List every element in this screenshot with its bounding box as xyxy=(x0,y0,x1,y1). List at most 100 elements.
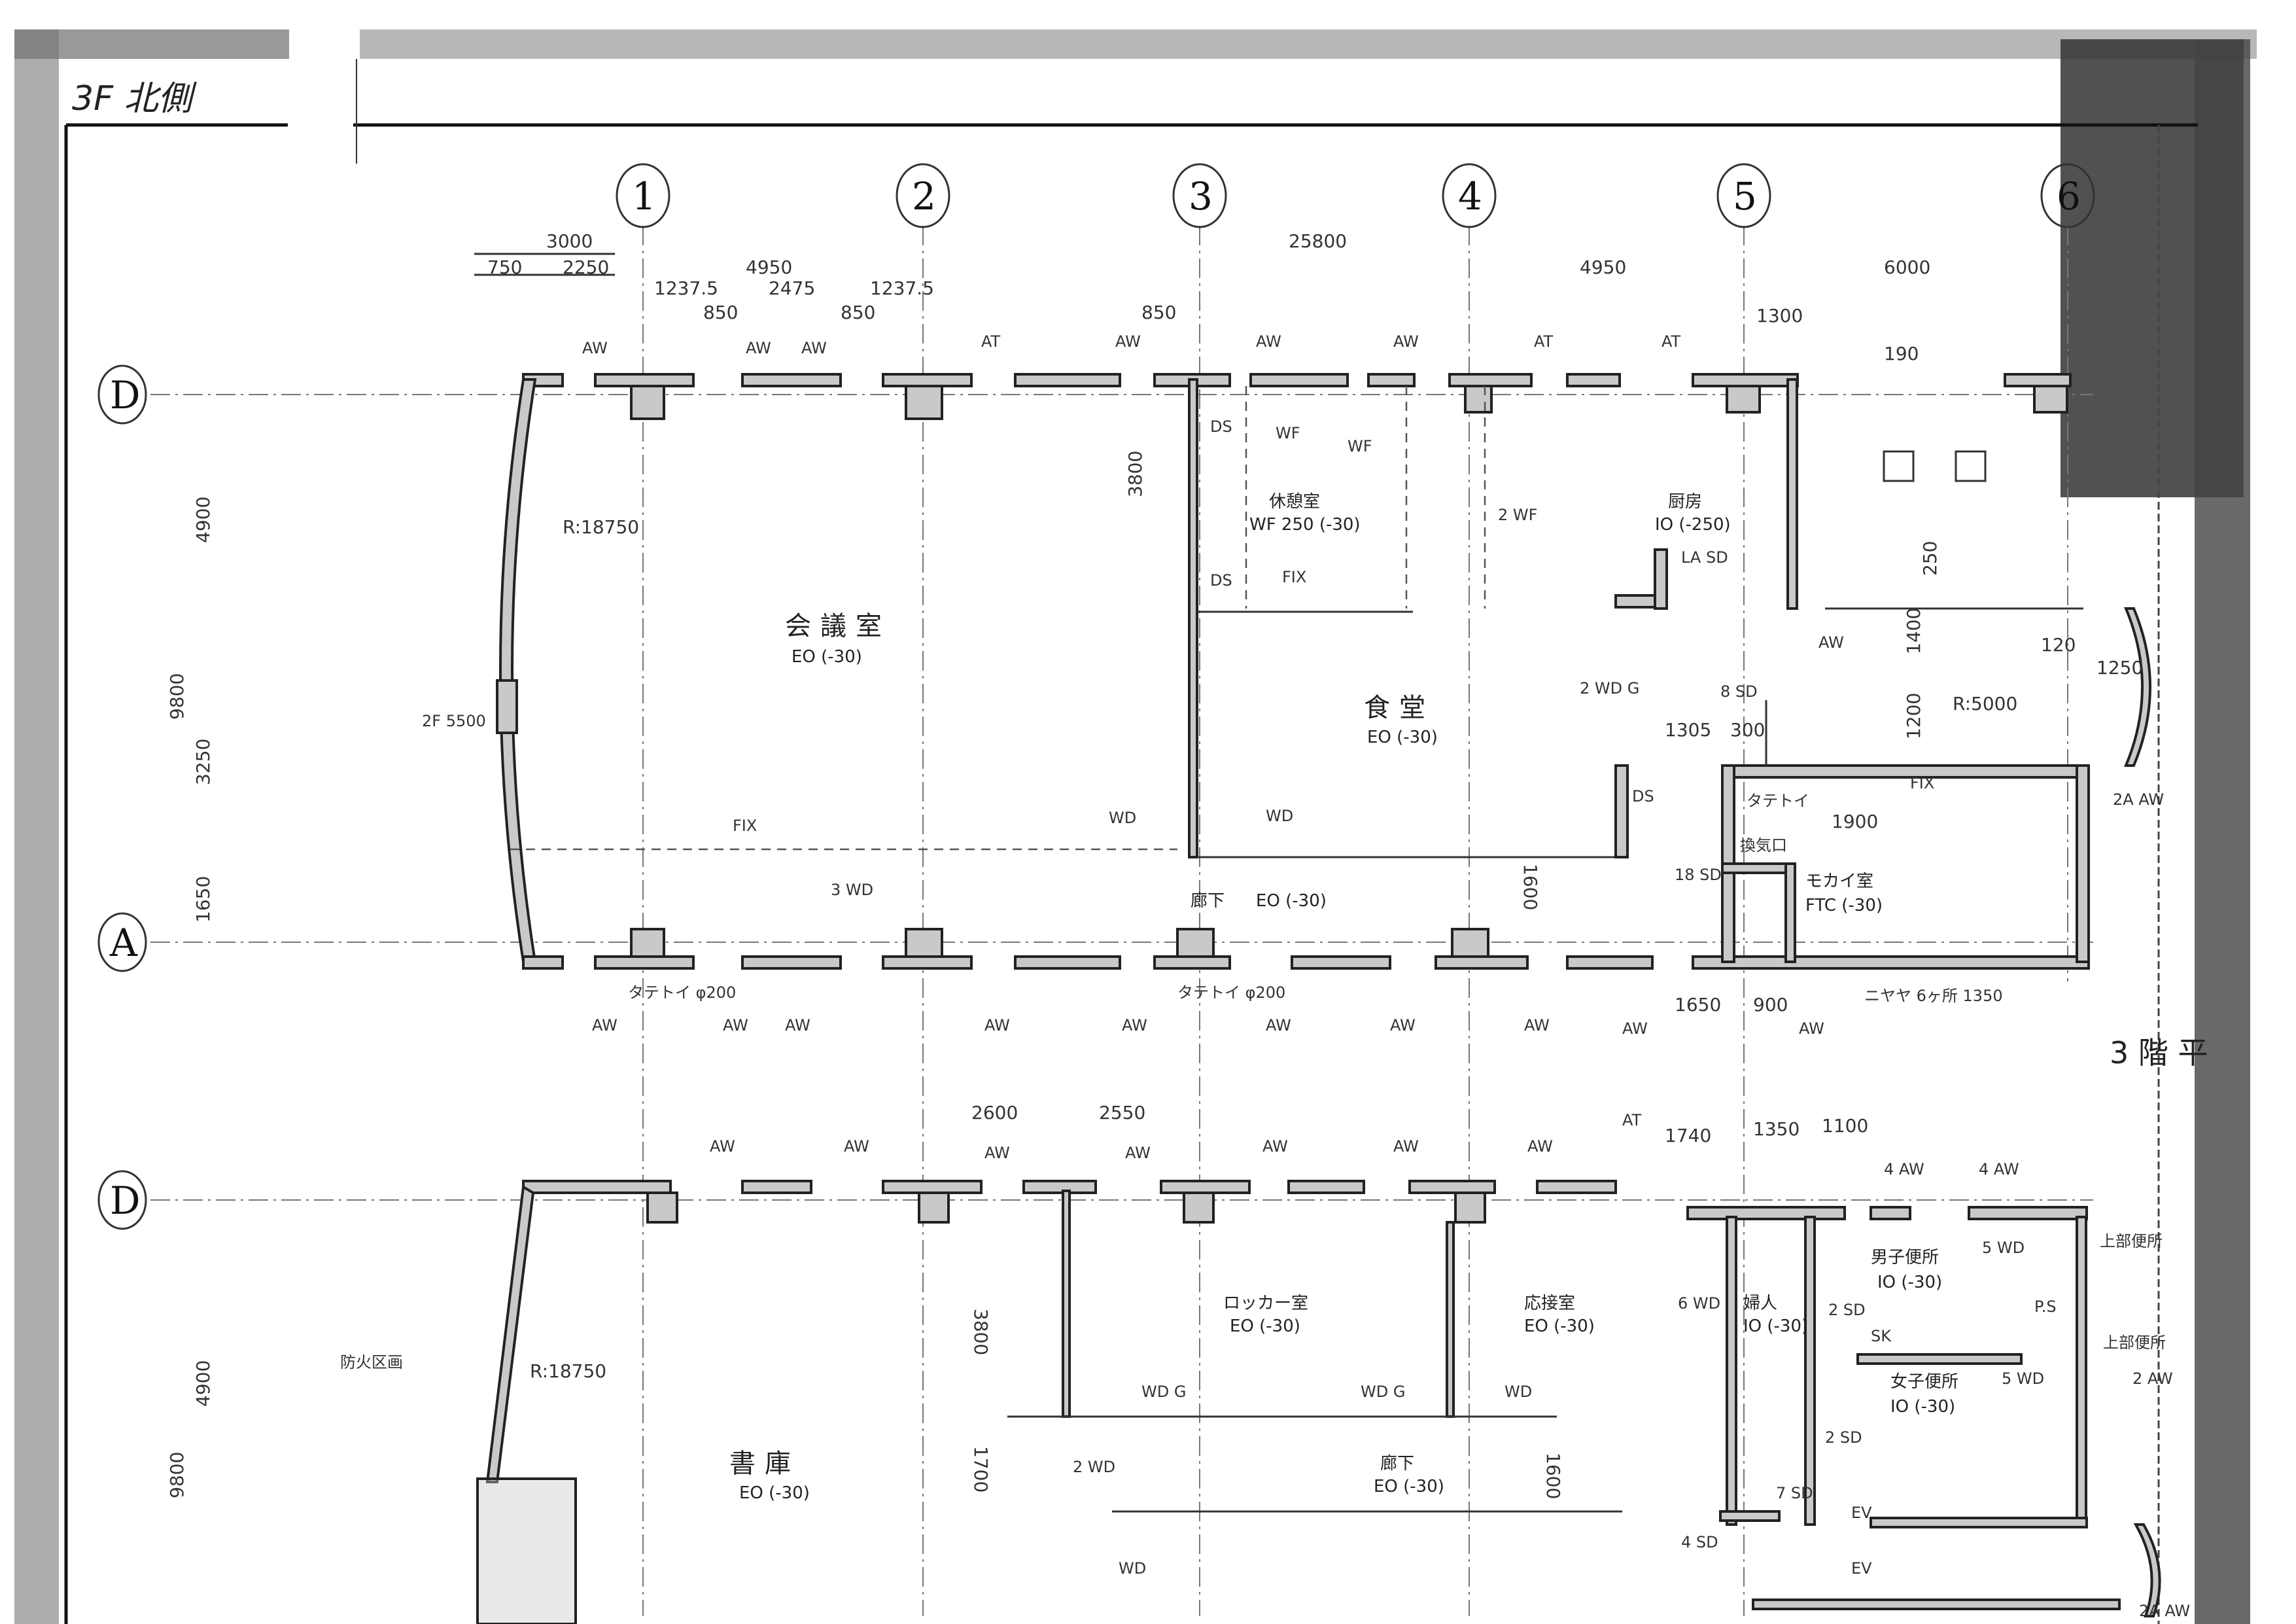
svg-text:3800: 3800 xyxy=(1124,451,1146,497)
svg-text:FIX: FIX xyxy=(733,817,757,835)
svg-text:EV: EV xyxy=(1851,1504,1872,1522)
svg-text:5: 5 xyxy=(1733,174,1757,219)
svg-text:AW: AW xyxy=(1818,633,1844,652)
svg-text:1237.5: 1237.5 xyxy=(870,277,934,299)
lower-plan-walls xyxy=(476,1180,2161,1624)
svg-text:休憩室: 休憩室 xyxy=(1269,492,1320,512)
svg-text:8 SD: 8 SD xyxy=(1720,682,1758,701)
svg-text:P.S: P.S xyxy=(2034,1297,2057,1316)
svg-text:4950: 4950 xyxy=(746,256,792,278)
svg-text:4900: 4900 xyxy=(192,497,214,543)
svg-text:2475: 2475 xyxy=(769,277,815,299)
svg-text:DS: DS xyxy=(1210,417,1232,436)
svg-text:換気口: 換気口 xyxy=(1740,836,1787,855)
svg-text:AW: AW xyxy=(746,339,771,357)
svg-text:18 SD: 18 SD xyxy=(1675,866,1722,884)
svg-text:4900: 4900 xyxy=(192,1360,214,1407)
svg-text:EO (-30): EO (-30) xyxy=(1230,1316,1300,1336)
svg-text:AW: AW xyxy=(1122,1016,1147,1034)
svg-text:タテトイ: タテトイ xyxy=(1747,792,1809,810)
svg-text:男子便所: 男子便所 xyxy=(1871,1248,1939,1267)
sheet-title: 3F 北側 xyxy=(72,79,198,118)
svg-text:EO (-30): EO (-30) xyxy=(791,647,862,667)
svg-text:EO (-30): EO (-30) xyxy=(1524,1316,1595,1336)
svg-text:R:18750: R:18750 xyxy=(563,516,639,538)
svg-text:1305: 1305 xyxy=(1665,719,1711,741)
svg-text:1300: 1300 xyxy=(1756,305,1803,327)
svg-text:7 SD: 7 SD xyxy=(1776,1484,1813,1502)
svg-text:AW: AW xyxy=(710,1137,735,1156)
svg-text:1200: 1200 xyxy=(1903,693,1924,739)
svg-text:4 AW: 4 AW xyxy=(1979,1160,2019,1178)
svg-text:AW: AW xyxy=(723,1016,748,1034)
dimensions-upper: 3000 750 2250 4950 2475 1237.5 850 1237.… xyxy=(166,230,2143,1015)
svg-text:WF: WF xyxy=(1348,437,1372,455)
svg-text:3000: 3000 xyxy=(546,230,593,252)
svg-text:4950: 4950 xyxy=(1580,256,1626,278)
svg-text:IO (-30): IO (-30) xyxy=(1743,1316,1808,1336)
svg-text:850: 850 xyxy=(841,302,875,323)
svg-text:300: 300 xyxy=(1730,719,1765,741)
svg-text:EO (-30): EO (-30) xyxy=(739,1483,810,1503)
svg-text:AW: AW xyxy=(1266,1016,1291,1034)
svg-text:AW: AW xyxy=(1799,1019,1824,1038)
svg-text:WD: WD xyxy=(1119,1559,1146,1578)
svg-text:2A AW: 2A AW xyxy=(2113,790,2164,809)
grid-bubble-2: 2 xyxy=(896,163,950,228)
svg-text:1740: 1740 xyxy=(1665,1125,1711,1146)
svg-text:SK: SK xyxy=(1871,1327,1892,1345)
room-fujin: 婦人 IO (-30) xyxy=(1743,1294,1808,1336)
svg-text:R:18750: R:18750 xyxy=(530,1360,606,1382)
svg-text:1250: 1250 xyxy=(2096,657,2143,679)
svg-text:婦人: 婦人 xyxy=(1743,1294,1777,1313)
grid-bubble-6: 6 xyxy=(2040,163,2095,228)
svg-text:6000: 6000 xyxy=(1884,256,1930,278)
svg-text:250: 250 xyxy=(1919,541,1941,576)
svg-text:900: 900 xyxy=(1753,994,1788,1015)
floor-label: 3 階 平 xyxy=(2110,1035,2208,1070)
svg-text:2 WD: 2 WD xyxy=(1073,1458,1115,1476)
scan-border xyxy=(14,29,2257,1624)
svg-text:AW: AW xyxy=(1527,1137,1553,1156)
svg-text:書庫: 書庫 xyxy=(729,1449,800,1479)
grid-bubble-1: 1 xyxy=(616,163,670,228)
svg-text:2: 2 xyxy=(912,174,936,219)
grid-bubble-row-d-lower: D xyxy=(97,1170,147,1230)
svg-text:防火区画: 防火区画 xyxy=(340,1353,403,1371)
svg-text:2 SD: 2 SD xyxy=(1828,1301,1866,1319)
grid-bubble-row-d-upper: D xyxy=(97,364,147,425)
svg-text:DS: DS xyxy=(1210,571,1232,590)
svg-text:1237.5: 1237.5 xyxy=(654,277,718,299)
svg-text:廊下: 廊下 xyxy=(1380,1454,1414,1474)
svg-text:1600: 1600 xyxy=(1520,864,1541,910)
svg-text:ニヤヤ 6ヶ所 1350: ニヤヤ 6ヶ所 1350 xyxy=(1864,987,2003,1005)
notes-lower: 上部便所 上部便所 EV EV xyxy=(1851,1232,2166,1578)
grid-lines xyxy=(150,226,2093,1616)
svg-text:FIX: FIX xyxy=(1282,568,1306,586)
svg-text:AW: AW xyxy=(984,1016,1010,1034)
svg-text:FIX: FIX xyxy=(1910,774,1934,792)
grid-bubble-3: 3 xyxy=(1172,163,1227,228)
svg-text:2 SD: 2 SD xyxy=(1825,1428,1862,1447)
svg-text:AW: AW xyxy=(1393,332,1419,351)
svg-text:D: D xyxy=(110,1178,141,1223)
svg-text:9800: 9800 xyxy=(166,673,188,720)
grid-bubble-row-a-upper: A xyxy=(97,912,147,972)
svg-text:WD: WD xyxy=(1109,809,1136,827)
svg-text:AW: AW xyxy=(844,1137,869,1156)
svg-text:IO (-30): IO (-30) xyxy=(1890,1397,1955,1417)
svg-text:廊下: 廊下 xyxy=(1191,891,1225,911)
svg-text:190: 190 xyxy=(1884,343,1919,364)
svg-text:2 WF: 2 WF xyxy=(1498,506,1537,524)
svg-text:AW: AW xyxy=(1524,1016,1550,1034)
svg-text:タテトイ φ200: タテトイ φ200 xyxy=(628,983,736,1002)
svg-text:1900: 1900 xyxy=(1832,811,1878,832)
svg-text:応接室: 応接室 xyxy=(1524,1294,1575,1313)
svg-text:IO (-250): IO (-250) xyxy=(1655,515,1731,535)
